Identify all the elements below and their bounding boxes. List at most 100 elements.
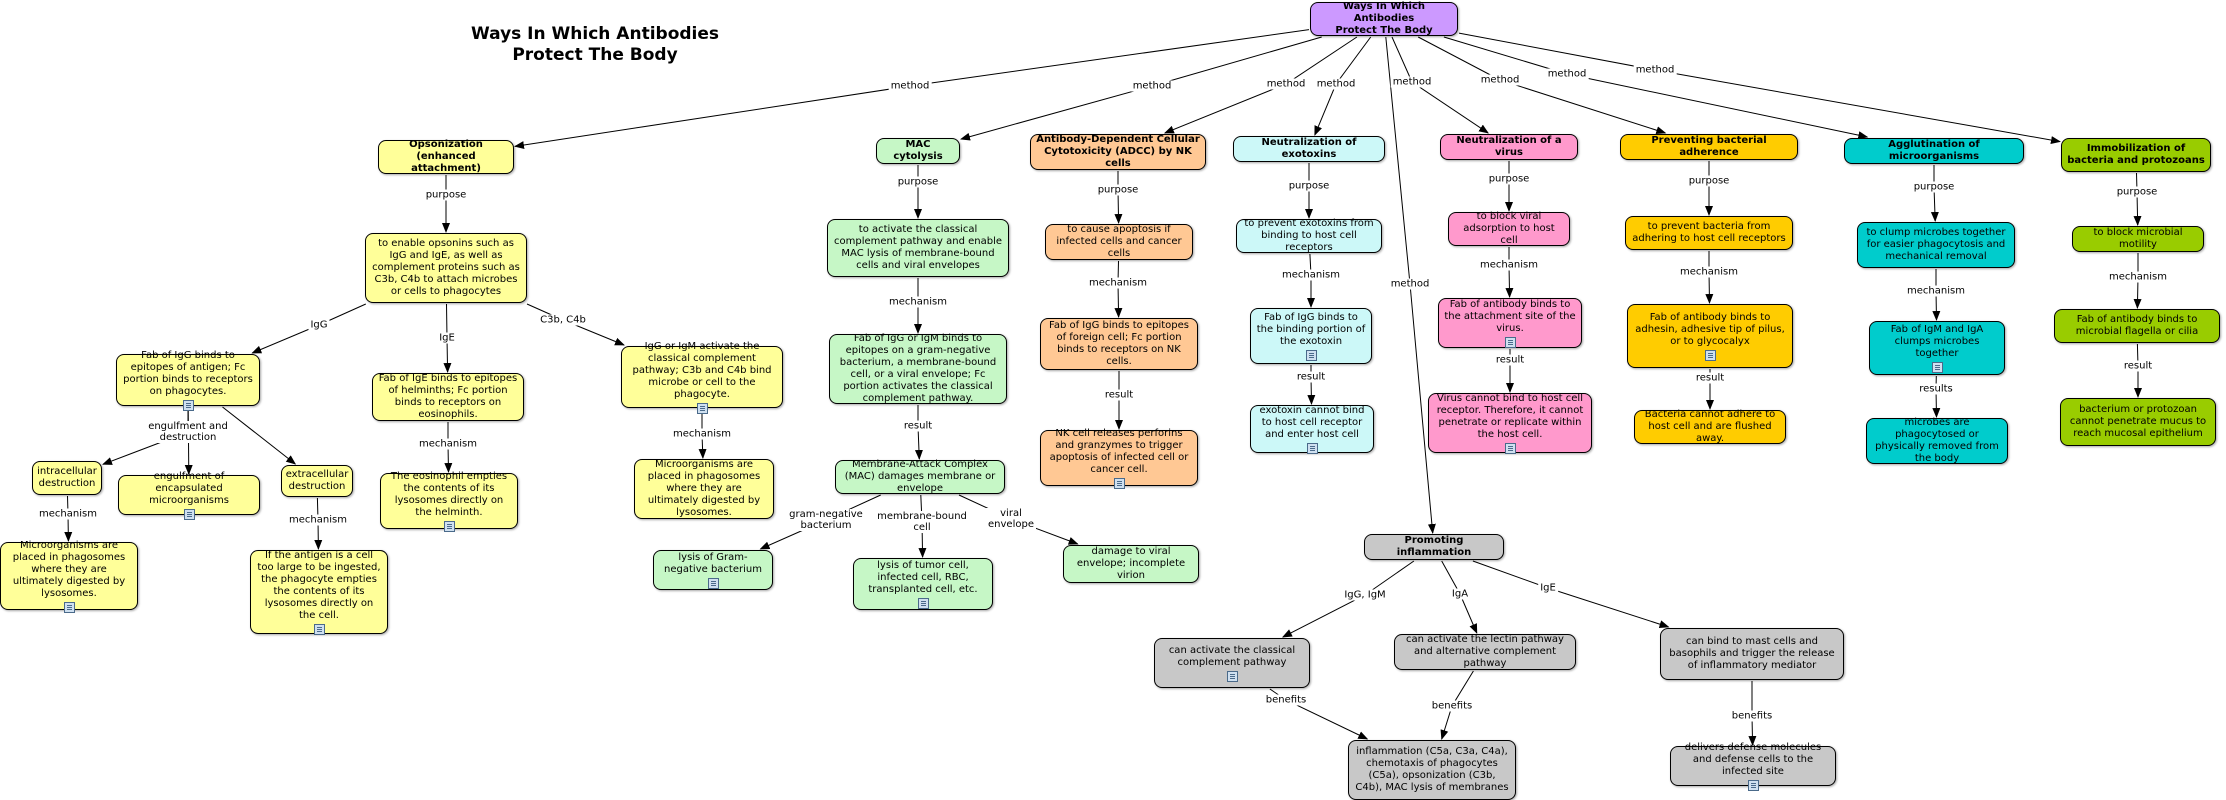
resource-document-icon[interactable] <box>696 402 708 414</box>
concept-node-exo[interactable]: Neutralization of exotoxins <box>1233 136 1385 162</box>
node-text: Membrane-Attack Complex (MAC) damages me… <box>844 459 996 494</box>
concept-node-exo-m[interactable]: Fab of IgG binds to the binding portion … <box>1250 308 1372 364</box>
concept-node-imm-m[interactable]: Fab of antibody binds to microbial flage… <box>2054 309 2220 343</box>
concept-node-agg-m[interactable]: Fab of IgM and IgA clumps microbes toget… <box>1869 321 2005 375</box>
resource-document-icon[interactable] <box>1226 670 1238 682</box>
concept-node-agg-p[interactable]: to clump microbes together for easier ph… <box>1857 222 2015 268</box>
concept-node-inf[interactable]: Promoting inflammation <box>1364 534 1504 560</box>
resource-document-icon[interactable] <box>1747 779 1759 791</box>
concept-node-inf-iga[interactable]: can activate the lectin pathway and alte… <box>1394 634 1576 670</box>
node-text: intracellular destruction <box>37 466 97 489</box>
concept-node-vir[interactable]: Neutralization of a virus <box>1440 134 1578 160</box>
node-text: exotoxin cannot bind to host cell recept… <box>1259 404 1365 440</box>
concept-node-op-intra[interactable]: intracellular destruction <box>32 461 102 495</box>
connector-root-to-imm <box>1458 32 2061 144</box>
concept-node-adh-p[interactable]: to prevent bacteria from adhering to hos… <box>1625 216 1793 250</box>
concept-node-imm-p[interactable]: to block microbial motility <box>2072 226 2204 252</box>
concept-node-mac-m[interactable]: Fab of IgG or IgM binds to epitopes on a… <box>829 333 1007 404</box>
connector-imm-to-imm-p <box>2133 172 2142 226</box>
concept-node-op-intra-m[interactable]: Microorganisms are placed in phagosomes … <box>0 540 138 613</box>
concept-node-exo-r[interactable]: exotoxin cannot bind to host cell recept… <box>1250 404 1374 454</box>
resource-document-icon[interactable] <box>1113 477 1125 489</box>
concept-node-vir-r[interactable]: Virus cannot bind to host cell receptor.… <box>1428 393 1592 454</box>
concept-node-mac-vir[interactable]: damage to viral envelope; incomplete vir… <box>1063 545 1199 583</box>
concept-node-op-igg[interactable]: Fab of IgG binds to epitopes of antigen;… <box>116 350 260 411</box>
connector-label: mechanism <box>1478 259 1540 271</box>
concept-node-op-eos[interactable]: The eosinophil empties the contents of i… <box>380 471 518 532</box>
concept-node-adcc[interactable]: Antibody-Dependent Cellular Cytotoxicity… <box>1030 134 1206 170</box>
concept-node-mac-r[interactable]: Membrane-Attack Complex (MAC) damages me… <box>835 459 1005 494</box>
concept-node-op-ige[interactable]: Fab of IgE binds to epitopes of helminth… <box>372 373 524 421</box>
node-text: IgG or IgM activate the classical comple… <box>632 340 772 400</box>
concept-node-op-p[interactable]: to enable opsonins such as IgG and IgE, … <box>365 233 527 303</box>
concept-node-op-extra[interactable]: extracellular destruction <box>281 465 353 497</box>
connector-label: purpose <box>1686 175 1732 187</box>
concept-node-adcc-p[interactable]: to cause apoptosis if infected cells and… <box>1045 224 1193 260</box>
connector-adcc-p-to-adcc-m <box>1114 260 1123 318</box>
resource-document-icon[interactable] <box>443 520 455 532</box>
node-text: Ways In Which Antibodies Protect The Bod… <box>1335 1 1433 36</box>
resource-document-icon[interactable] <box>1504 336 1516 348</box>
concept-node-exo-p[interactable]: to prevent exotoxins from binding to hos… <box>1236 218 1382 253</box>
connector-label: purpose <box>895 176 941 188</box>
connector-label: purpose <box>1286 180 1332 192</box>
concept-node-mac-gn[interactable]: lysis of Gram-negative bacterium <box>653 550 773 590</box>
connector-label: benefits <box>1429 700 1475 712</box>
node-text: Fab of IgM and IgA clumps microbes toget… <box>1890 323 1984 359</box>
concept-node-vir-m[interactable]: Fab of antibody binds to the attachment … <box>1438 298 1582 348</box>
resource-document-icon[interactable] <box>1931 361 1943 373</box>
node-text: Opsonization (enhanced attachment) <box>409 139 483 174</box>
concept-node-mac-p[interactable]: to activate the classical complement pat… <box>827 219 1009 277</box>
connector-label: method <box>888 80 932 92</box>
node-text: Fab of IgG binds to epitopes of antigen;… <box>123 349 253 397</box>
connector-label: result <box>1493 354 1527 366</box>
concept-node-mac-cell[interactable]: lysis of tumor cell, infected cell, RBC,… <box>853 558 993 610</box>
concept-node-imm[interactable]: Immobilization of bacteria and protozoan… <box>2061 138 2211 172</box>
concept-node-op-extra-m[interactable]: If the antigen is a cell too large to be… <box>250 550 388 635</box>
concept-node-adcc-r[interactable]: NK cell releases perforins and granzymes… <box>1040 428 1198 489</box>
resource-document-icon[interactable] <box>63 601 75 613</box>
concept-node-imm-r[interactable]: bacterium or protozoan cannot penetrate … <box>2060 398 2216 446</box>
connector-root-to-agg <box>1443 36 1869 140</box>
concept-node-agg[interactable]: Agglutination of microorganisms <box>1844 138 2024 164</box>
connector-label: results <box>1917 383 1955 395</box>
concept-node-adcc-m[interactable]: Fab of IgG binds to epitopes of foreign … <box>1040 318 1198 370</box>
concept-node-op-engulf[interactable]: engulfment of encapsulated microorganism… <box>118 471 260 520</box>
resource-document-icon[interactable] <box>1306 442 1318 454</box>
connector-label: result <box>1102 389 1136 401</box>
concept-node-root[interactable]: Ways In Which Antibodies Protect The Bod… <box>1310 1 1458 36</box>
node-text: Fab of IgG binds to epitopes of foreign … <box>1049 320 1189 367</box>
node-text: inflammation (C5a, C3a, C4a), chemotaxis… <box>1355 746 1509 793</box>
concept-node-adh-m[interactable]: Fab of antibody binds to adhesin, adhesi… <box>1627 304 1793 368</box>
connector-label: mechanism <box>2107 271 2169 283</box>
concept-node-inf-res[interactable]: inflammation (C5a, C3a, C4a), chemotaxis… <box>1348 740 1516 800</box>
resource-document-icon[interactable] <box>1504 442 1516 454</box>
node-text: to cause apoptosis if infected cells and… <box>1056 224 1182 259</box>
concept-node-op-c3b-m[interactable]: Microorganisms are placed in phagosomes … <box>634 459 774 519</box>
resource-document-icon[interactable] <box>707 577 719 589</box>
node-text: can activate the lectin pathway and alte… <box>1406 634 1564 669</box>
concept-node-vir-p[interactable]: to block viral adsorption to host cell <box>1448 211 1570 246</box>
concept-node-op-c3b[interactable]: IgG or IgM activate the classical comple… <box>621 341 783 414</box>
concept-node-mac[interactable]: MAC cytolysis <box>876 138 960 164</box>
connector-label: engulfment and destruction <box>146 421 230 443</box>
concept-node-op[interactable]: Opsonization (enhanced attachment) <box>378 139 514 174</box>
node-text: Fab of IgE binds to epitopes of helminth… <box>378 373 518 420</box>
connector-label: mechanism <box>1678 266 1740 278</box>
resource-document-icon[interactable] <box>313 623 325 635</box>
concept-node-inf-ige-b[interactable]: delivers defense molecules and defense c… <box>1670 742 1836 791</box>
resource-document-icon[interactable] <box>917 597 929 609</box>
concept-node-inf-ige[interactable]: can bind to mast cells and basophils and… <box>1660 628 1844 680</box>
node-text: Antibody-Dependent Cellular Cytotoxicity… <box>1036 134 1200 169</box>
concept-node-agg-r[interactable]: microbes are phagocytosed or physically … <box>1866 417 2008 464</box>
concept-node-adh-r[interactable]: Bacteria cannot adhere to host cell and … <box>1634 409 1786 444</box>
resource-document-icon[interactable] <box>182 399 194 411</box>
connector-label: purpose <box>1911 181 1957 193</box>
connector-label: result <box>1294 371 1328 383</box>
resource-document-icon[interactable] <box>1704 349 1716 361</box>
concept-node-adh[interactable]: Preventing bacterial adherence <box>1620 134 1798 160</box>
node-text: Fab of IgG binds to the binding portion … <box>1256 311 1366 347</box>
concept-node-inf-igg[interactable]: can activate the classical complement pa… <box>1154 638 1310 688</box>
resource-document-icon[interactable] <box>183 508 195 520</box>
resource-document-icon[interactable] <box>1305 349 1317 361</box>
